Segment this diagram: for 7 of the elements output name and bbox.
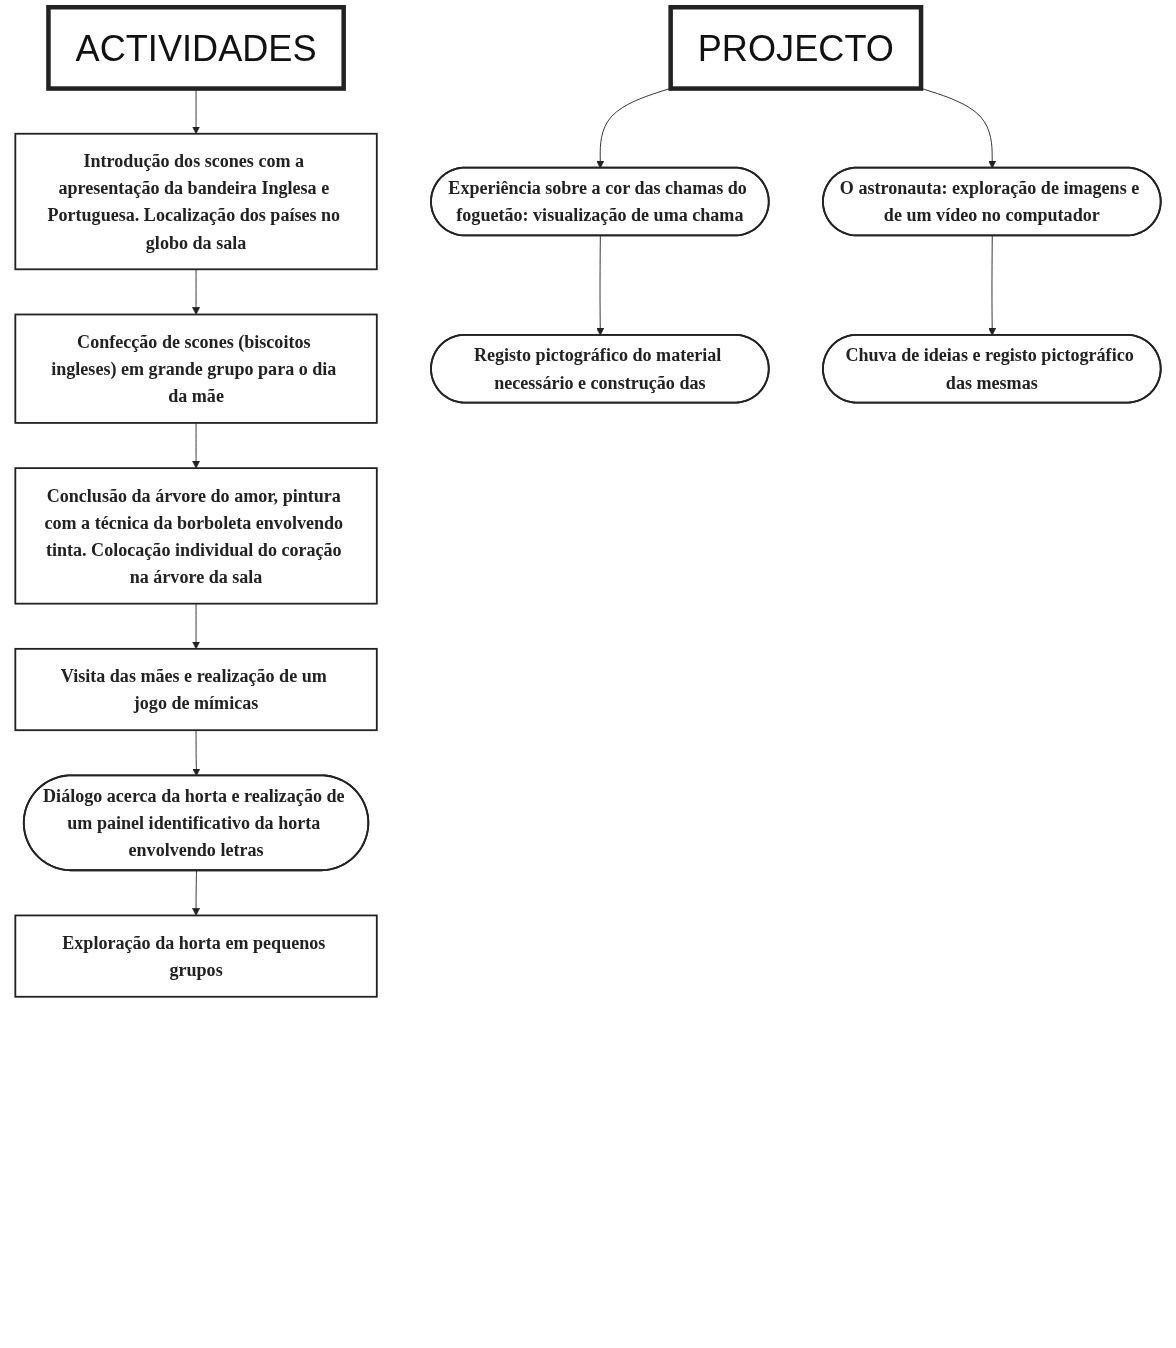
node-box: Exploração da horta em pequenos grupos <box>14 914 378 998</box>
node-box: Introdução dos scones com a apresentação da bandeira Inglesa e Portuguesa. Localização dos países no globo da sala <box>14 132 378 271</box>
node-box: Confecção de scones (biscoitos ingleses) em grande grupo para o dia da mãe <box>14 313 378 424</box>
node-box: Visita das mães e realização de um jogo de mímicas <box>14 647 378 732</box>
node-box: Conclusão da árvore do amor, pintura com a técnica da borboleta envolvendo tinta. Colocação individual do coração na árvore da sala <box>14 467 378 605</box>
node-box: ACTIVIDADES <box>46 4 346 91</box>
node-box: PROJECTO <box>668 4 924 91</box>
